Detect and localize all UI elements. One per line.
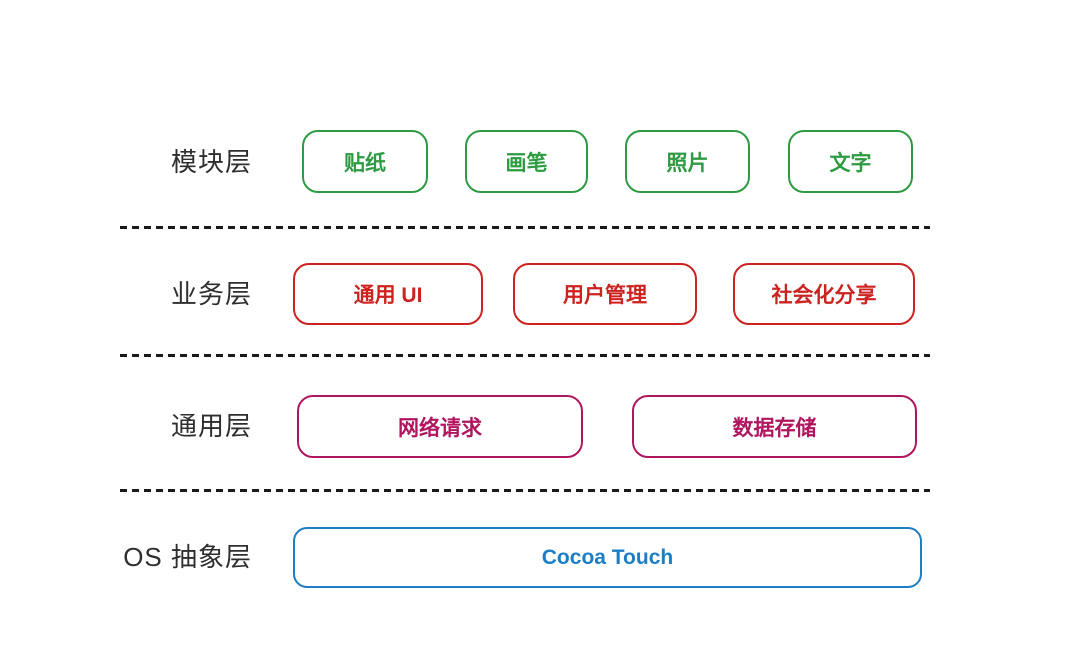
box-label: 通用 UI: [353, 284, 423, 307]
box-label: 网络请求: [398, 416, 482, 440]
module-box-photo: 照片: [625, 130, 750, 193]
module-box-text: 文字: [788, 130, 913, 193]
os-box-cocoa-touch: Cocoa Touch: [293, 527, 922, 588]
box-label: 文字: [829, 151, 872, 175]
business-box-common-ui: 通用 UI: [293, 263, 483, 325]
layer-label-modules: 模块层: [170, 147, 252, 177]
layer-divider: [120, 489, 930, 492]
box-label: 照片: [666, 151, 709, 175]
box-label: 贴纸: [344, 151, 386, 175]
business-box-user-management: 用户管理: [513, 263, 697, 325]
box-label: Cocoa Touch: [541, 545, 674, 569]
layer-divider: [120, 226, 930, 229]
common-box-data-storage: 数据存储: [632, 395, 917, 458]
layer-label-common: 通用层: [170, 411, 252, 441]
box-label: 社会化分享: [771, 284, 877, 307]
common-box-network-request: 网络请求: [297, 395, 583, 458]
box-label: 数据存储: [732, 416, 817, 440]
box-label: 画笔: [505, 151, 548, 175]
layer-divider: [120, 354, 930, 357]
layer-label-business: 业务层: [170, 279, 252, 309]
box-label: 用户管理: [563, 284, 647, 307]
module-box-stickers: 贴纸: [302, 130, 428, 193]
business-box-social-sharing: 社会化分享: [733, 263, 915, 325]
module-box-brush: 画笔: [465, 130, 588, 193]
layer-label-os-abstraction: OS 抽象层: [123, 542, 252, 572]
